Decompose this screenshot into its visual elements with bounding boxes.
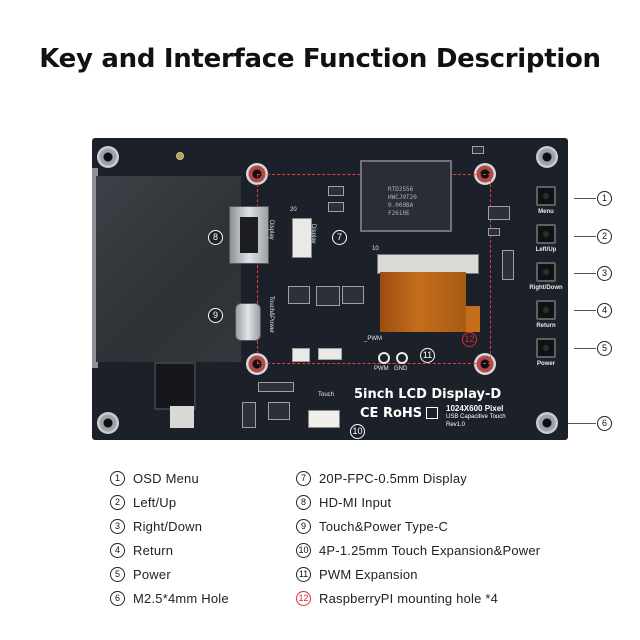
smd-component: [292, 348, 310, 362]
smd-component: [342, 286, 364, 304]
callout-1: 1: [597, 191, 612, 206]
revision: Rev1.0: [446, 422, 466, 428]
callout-line-2: [574, 236, 596, 237]
smd-component: [288, 286, 310, 304]
smd-component: [472, 146, 484, 154]
callout-5: 5: [597, 341, 612, 356]
fpc-cable-tab: [466, 306, 480, 332]
smd-component: [328, 186, 344, 196]
fpc-pin-label: 10: [372, 246, 379, 252]
smd-component: [268, 402, 290, 420]
lcd-panel-edge: [92, 168, 98, 368]
callout-line-4: [574, 310, 596, 311]
touch-connector: [308, 410, 340, 428]
callout-fpc: 7: [332, 230, 347, 245]
fpc-20p-connector: [292, 218, 312, 258]
callout-2: 2: [597, 229, 612, 244]
gnd-label: GND: [394, 366, 408, 372]
left-up-key: [536, 224, 556, 244]
audio-jack: [154, 362, 196, 410]
weee-icon: [426, 407, 439, 419]
callout-line-6: [568, 423, 596, 424]
led-indicator: [176, 152, 184, 160]
return-key: [536, 300, 556, 320]
right-down-key: [536, 262, 556, 282]
pi-mounting-hole: [246, 353, 268, 375]
pwm-pad-label: _PWM: [364, 336, 382, 342]
smd-component: [502, 250, 514, 280]
touch-power-label: Touch&Power: [268, 296, 274, 334]
power-key: [536, 338, 556, 358]
smd-component: [316, 286, 340, 306]
return-key-label: Return: [536, 323, 556, 329]
product-name: 5inch LCD Display-D: [354, 387, 502, 402]
fpc-cable: [380, 272, 466, 332]
fpc-display-label: Display: [310, 224, 316, 244]
hdmi-display-label: Display: [268, 220, 274, 240]
touch-type: USB Capacitive Touch: [446, 414, 506, 420]
mounting-hole-top-left: [97, 146, 119, 168]
smd-component: [318, 348, 342, 360]
callout-hdmi: 8: [208, 230, 223, 245]
smd-component: [242, 402, 256, 428]
callout-line-5: [574, 348, 596, 349]
touch-label: Touch: [318, 392, 335, 398]
certifications: CE RoHS: [360, 406, 439, 421]
smd-component: [328, 202, 344, 212]
jack-latch: [170, 406, 194, 428]
resolution: 1024X600 Pixel: [446, 404, 504, 413]
pwm-label: PWM: [374, 366, 389, 372]
menu-key: [536, 186, 556, 206]
mounting-hole-bottom-left: [97, 412, 119, 434]
smd-component: [488, 228, 500, 236]
callout-line-1: [574, 198, 596, 199]
usb-type-c-port: [235, 303, 261, 341]
callout-usb-c: 9: [208, 308, 223, 323]
callout-mounting: 12: [462, 332, 477, 347]
mounting-hole-top-right: [536, 146, 558, 168]
callout-4: 4: [597, 303, 612, 318]
fpc-connector: [377, 254, 479, 274]
scaler-chip: RTD2556 HWCJ9T20 0.000BA F2610E: [360, 160, 452, 232]
callout-pwm: 11: [420, 348, 435, 363]
callout-6: 6: [597, 416, 612, 431]
pwm-pad: [378, 352, 390, 364]
smd-component: [258, 382, 294, 392]
lcd-board-figure: RTD2556 HWCJ9T20 0.000BA F2610E 10 Displ…: [92, 138, 568, 440]
callout-touch: 10: [350, 424, 365, 439]
fpc-20-label: 20: [290, 207, 297, 213]
smd-component: [488, 206, 510, 220]
callout-3: 3: [597, 266, 612, 281]
hdmi-port: [229, 206, 269, 264]
chip-marking: RTD2556 HWCJ9T20 0.000BA F2610E: [388, 186, 417, 217]
left-up-key-label: Left/Up: [535, 247, 557, 253]
mounting-hole-bottom-right: [536, 412, 558, 434]
callout-line-3: [574, 273, 596, 274]
menu-key-label: Menu: [538, 209, 554, 215]
lcd-panel-back: [96, 176, 241, 362]
right-down-key-label: Right/Down: [529, 285, 563, 291]
power-key-label: Power: [536, 361, 555, 367]
page-title: Key and Interface Function Description: [39, 44, 601, 74]
gnd-pad: [396, 352, 408, 364]
